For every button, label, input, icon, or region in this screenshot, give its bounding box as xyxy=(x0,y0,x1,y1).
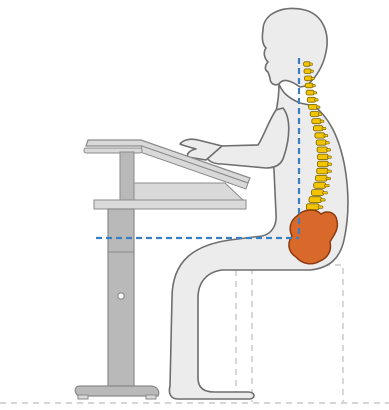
shelf-support xyxy=(134,183,243,200)
spinous-process xyxy=(327,156,331,158)
base-pad-left xyxy=(78,395,88,399)
base-pad-right xyxy=(146,395,156,399)
spinous-process xyxy=(311,77,314,79)
vertebra xyxy=(317,168,328,174)
vertebra xyxy=(316,140,326,145)
vertebra xyxy=(312,190,324,196)
spinous-process xyxy=(326,177,331,179)
spinous-process xyxy=(318,113,322,115)
spinous-process xyxy=(313,92,316,94)
spinous-process xyxy=(316,106,320,108)
spinous-process xyxy=(310,70,313,72)
spinous-process xyxy=(323,192,328,194)
spinous-process xyxy=(327,170,331,172)
arm xyxy=(206,108,289,168)
vertebra xyxy=(317,161,328,167)
vertebra xyxy=(306,90,314,95)
spinous-process xyxy=(327,149,331,151)
spinous-process xyxy=(315,99,319,101)
vertebra xyxy=(312,119,321,124)
under-shelf xyxy=(94,200,246,209)
spinous-process xyxy=(324,134,328,136)
vertebra xyxy=(309,197,321,203)
vertebra xyxy=(318,154,329,160)
spinous-process xyxy=(327,163,331,165)
spinous-process xyxy=(325,142,329,144)
spinous-process xyxy=(320,120,324,122)
head xyxy=(262,8,327,87)
vertebra xyxy=(313,126,323,131)
vertebra xyxy=(315,133,325,138)
spinous-process xyxy=(318,206,323,208)
vertebra xyxy=(309,104,318,109)
vertebra xyxy=(306,204,319,210)
spinous-process xyxy=(322,127,326,129)
vertebra xyxy=(317,147,327,152)
spinous-process xyxy=(325,184,330,186)
circle-knob-icon xyxy=(118,293,124,299)
spinous-process xyxy=(310,63,313,65)
vertebra xyxy=(310,112,319,117)
vertebra xyxy=(314,183,326,189)
spinous-process xyxy=(312,84,315,86)
vertebra xyxy=(316,175,328,181)
spinous-process xyxy=(320,199,325,201)
stool-dashed-outline xyxy=(236,265,343,402)
